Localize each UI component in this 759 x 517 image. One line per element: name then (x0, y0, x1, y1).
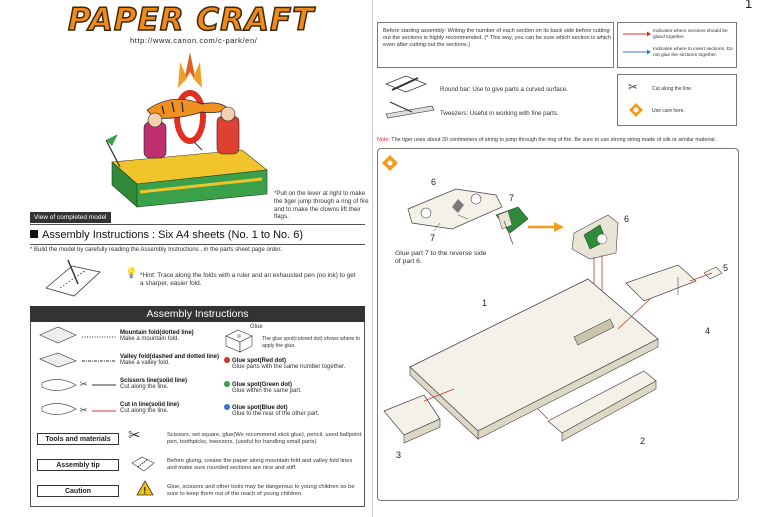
part-7-flat (452, 199, 464, 213)
fold-item-title: Scissors line(solid line) (120, 378, 188, 384)
part-label: 6 (431, 177, 437, 187)
model-stripe (139, 177, 263, 194)
fold-item-title: Valley fold(dashed and dotted line) (120, 354, 220, 360)
clown-right (216, 115, 240, 155)
part-label: 1 (482, 298, 488, 308)
scissors-line-icon (41, 379, 77, 391)
assembly-diagram (382, 155, 723, 444)
part-5 (703, 266, 723, 280)
svg-text:✂: ✂ (80, 405, 88, 415)
build-note: * Build the model by carefully reading t… (30, 247, 282, 253)
fold-item-desc: Cut along the line. (120, 384, 169, 390)
column-divider (372, 0, 373, 517)
assembly-tip-text: Before gluing, crease the paper along mo… (167, 458, 353, 472)
fold-item-cut-in: Cut in line(solid line) Cut along the li… (120, 402, 220, 416)
completed-model-illustration (105, 52, 268, 208)
fold-item-mountain: Mountain fold(dotted line) Make a mounta… (120, 330, 220, 344)
hint-text: *Hint: Trace along the folds with a rule… (140, 272, 356, 287)
valley-fold-icon (39, 352, 77, 368)
glue-part7-note: Glue part 7 to the reverse side of part … (395, 250, 487, 266)
page-number: 1 (745, 0, 753, 11)
fold-item-desc: Cut along the line. (120, 408, 169, 414)
string-note: Note: The tiger uses about 20 centimeter… (377, 137, 717, 143)
scissors-icon: ✂ (628, 80, 639, 94)
svg-text:!: ! (143, 486, 146, 496)
instructions-title: Assembly Instructions (30, 306, 365, 322)
green-dot-icon (224, 381, 230, 387)
legend-blue-text: Indicates where to insert sections. Do n… (653, 47, 733, 58)
fold-item-valley: Valley fold(dashed and dotted line) Make… (120, 354, 220, 368)
diagram-frame (377, 148, 739, 501)
lightbulb-icon: 💡 (125, 268, 138, 279)
divider (30, 244, 365, 245)
legend-red-text: Indicates where sections should be glued… (653, 29, 728, 40)
glue-spot-red: Glue spot(Red dot) Glue parts with the s… (224, 357, 364, 372)
site-url[interactable]: http://www.canon.com/c-park/en/ (130, 36, 258, 45)
glue-spot-green: Glue spot(Green dot) Glue within the sam… (224, 381, 364, 396)
part-label: 6 (624, 214, 630, 224)
part-label: 2 (640, 436, 646, 446)
arrow-legend-box (617, 22, 737, 68)
use-care-text: Use care here. (652, 108, 685, 114)
tools-materials-label: Tools and materials (37, 433, 119, 445)
fold-item-desc: Make a valley fold. (120, 360, 170, 366)
completed-model-caption: View of completed model (30, 212, 111, 223)
part-label: 4 (705, 326, 711, 336)
cut-line-text: Cut along the line. (652, 86, 693, 92)
lever-note: *Pull on the lever at right to make the … (274, 190, 369, 221)
fold-icons: ✂ ✂ (39, 326, 116, 415)
care-diamond-icon (629, 103, 643, 117)
intro-text: Before starting assembly: Writing the nu… (383, 28, 612, 48)
glue-label: Glue (250, 324, 263, 330)
svg-text:✂: ✂ (80, 379, 88, 389)
symbol-legend-box (617, 74, 737, 126)
tools-icon: ✂ (128, 427, 141, 444)
tweezers-text: Tweezers: Useful in working with fine pa… (440, 110, 559, 117)
part-label: 7 (430, 233, 436, 243)
round-bar-text: Round bar: Use to give parts a curved su… (440, 86, 568, 93)
fire-flame (184, 52, 196, 82)
intro-box (377, 22, 614, 68)
part-label: 7 (509, 193, 515, 203)
fold-item-desc: Make a mountain fold. (120, 336, 180, 342)
divider (30, 224, 365, 225)
clown-left (143, 121, 167, 159)
cut-in-line-icon (41, 403, 77, 415)
caution-label: Caution (37, 485, 119, 497)
fold-item-scissors: Scissors line(solid line) Cut along the … (120, 378, 220, 392)
paper-crease-icon (131, 456, 155, 472)
fold-item-title: Cut in line(solid line) (120, 402, 179, 408)
arrow-legend-icons (623, 31, 651, 55)
mountain-fold-icon (39, 326, 77, 344)
caution-text: Glue, scissors and other tools may be da… (167, 484, 355, 498)
blue-dot-icon (224, 404, 230, 410)
part-4 (625, 264, 697, 302)
part-label: 5 (723, 263, 729, 273)
slot (573, 318, 615, 346)
glue-box-icon (225, 329, 253, 353)
assembly-heading: Assembly Instructions : Six A4 sheets (N… (30, 229, 303, 241)
warning-icon: ! (136, 480, 154, 496)
glue-spot-blue: Glue spot(Blue dot) Glue to the rear of … (224, 404, 364, 419)
glue-note: The glue spot(colored dot) shows where t… (262, 336, 361, 349)
model-base-front (136, 169, 268, 208)
round-bar-tweezers-illustration (385, 75, 435, 119)
paper-craft-logo: PAPER CRAFT (67, 1, 315, 39)
square-bullet-icon (30, 230, 38, 238)
ruler-fold-illustration (45, 259, 101, 297)
assembly-tip-label: Assembly tip (37, 459, 119, 471)
red-dot-icon (224, 357, 230, 363)
part-label: 3 (396, 450, 402, 460)
fold-item-title: Mountain fold(dotted line) (120, 330, 194, 336)
tools-materials-text: Scissors, set square, glue(We recommend … (167, 432, 362, 446)
